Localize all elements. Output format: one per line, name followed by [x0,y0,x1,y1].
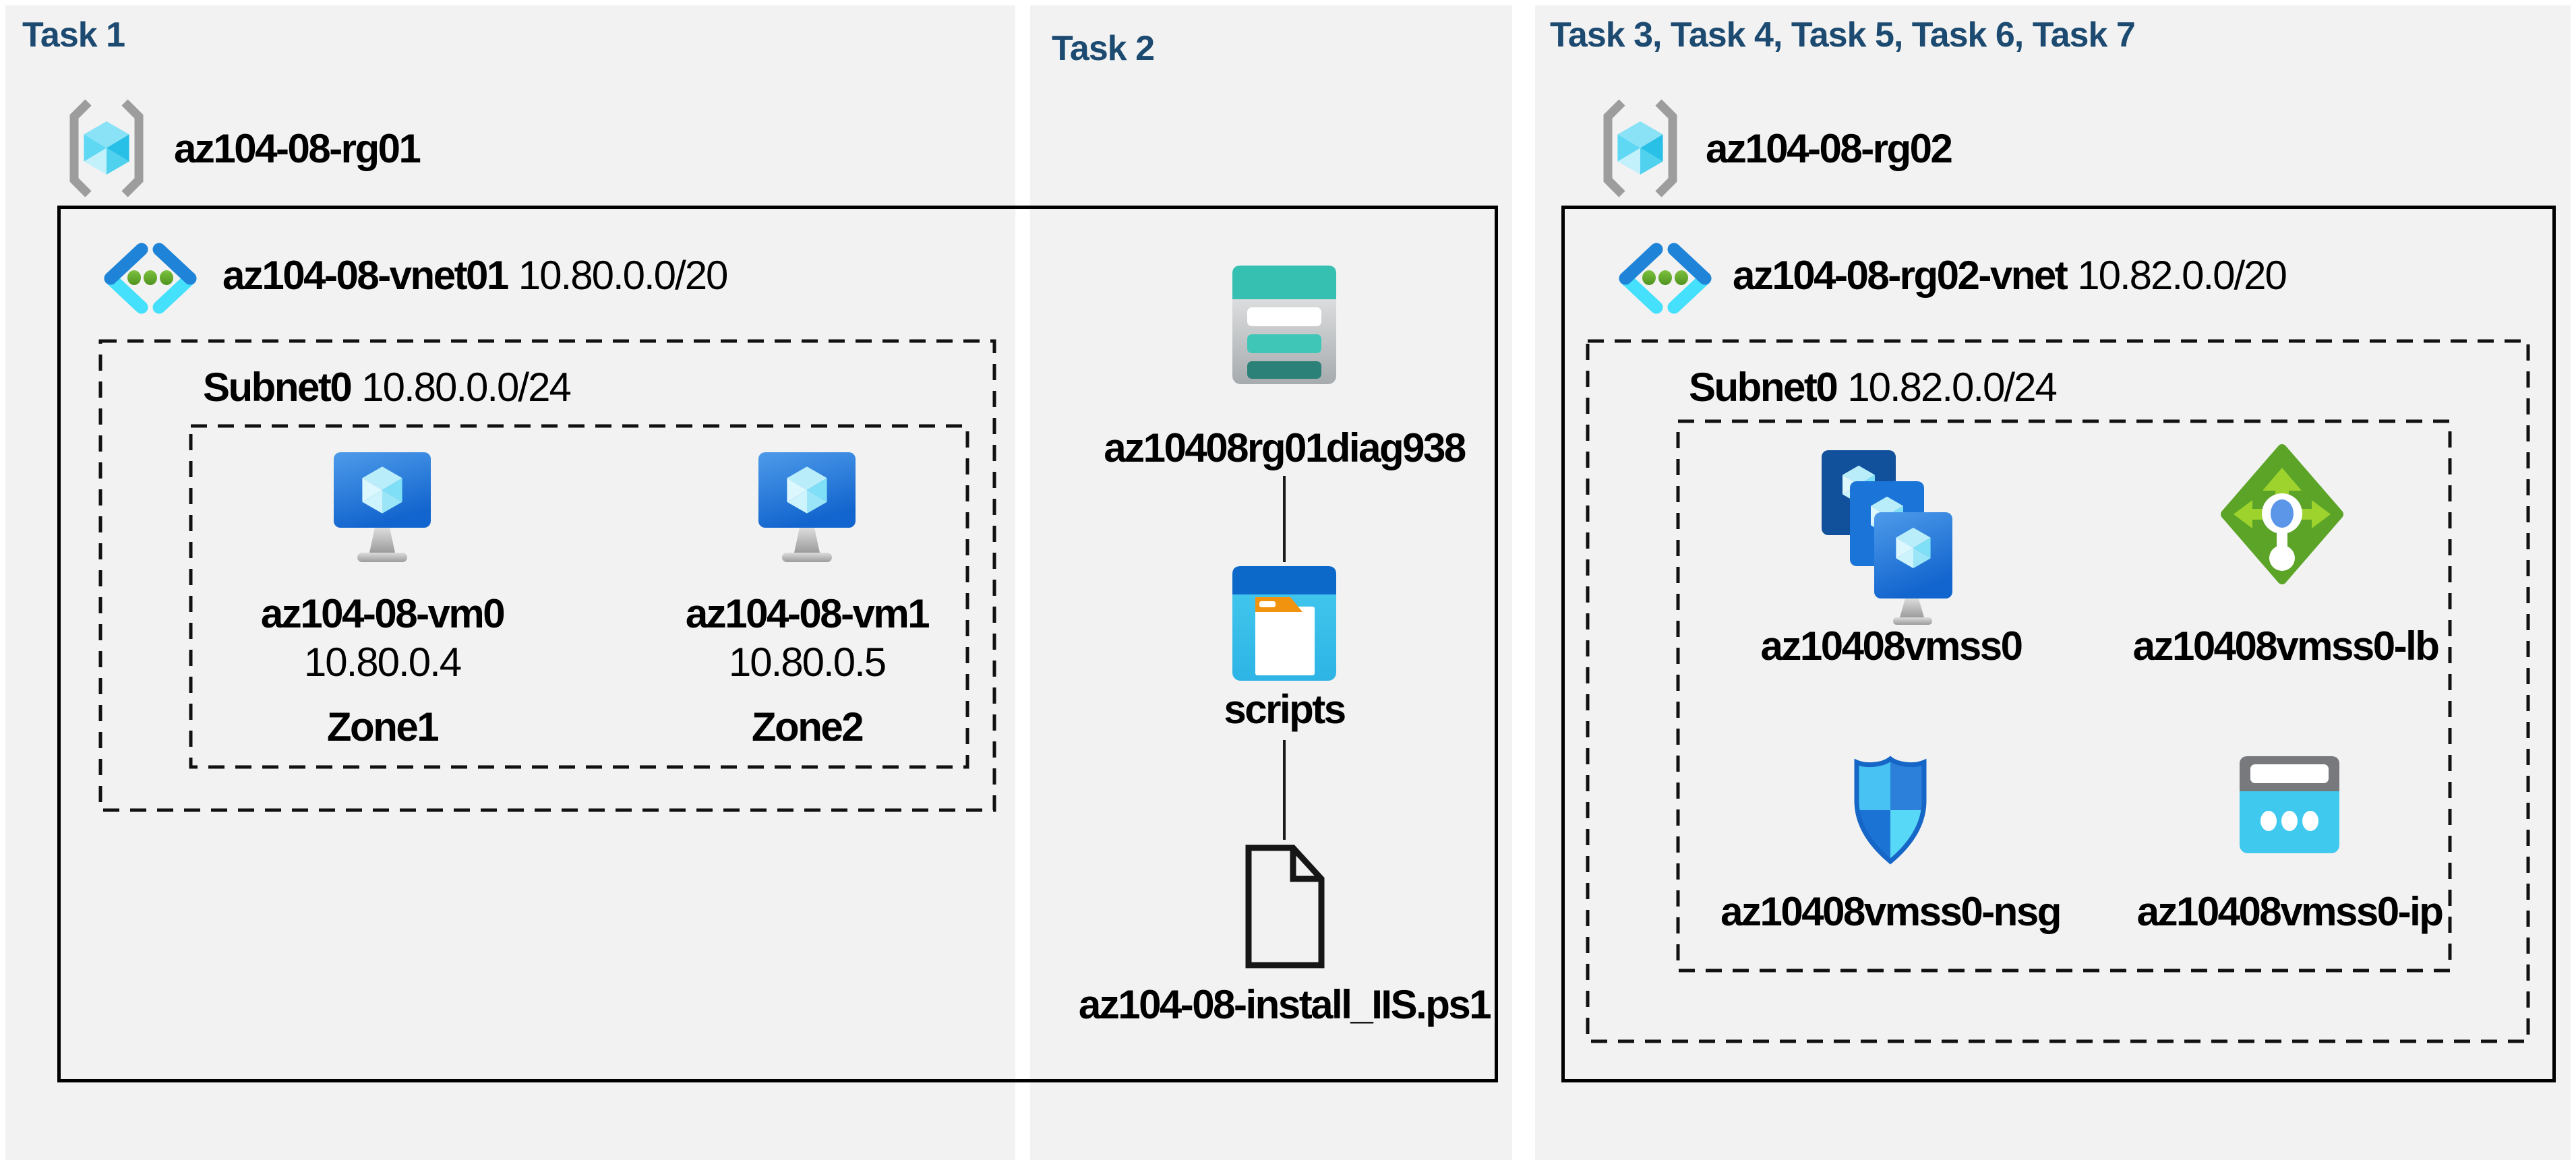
virtual-network-icon [1615,243,1716,314]
vnet2-box [1561,206,2556,1082]
connector-line [1283,740,1286,840]
subnet-name: Subnet0 [1689,365,1838,410]
vm-ip: 10.80.0.5 [728,640,887,685]
task1-panel [5,5,1015,1160]
vm-zone: Zone2 [751,704,864,749]
vmss-icon [1820,449,1955,625]
vm-zone: Zone1 [326,704,440,749]
load-balancer-label: az10408vmss0-lb [2132,623,2440,669]
subnet2-dashed-box [1586,339,2530,1043]
resource-group-icon [1596,98,1684,199]
vmss-group-dashed-box [1676,419,2452,973]
blob-container-icon [1231,565,1338,682]
vm-icon [333,452,431,563]
storage-account-label: az10408rg01diag938 [1104,425,1466,470]
subnet1-dashed-box [98,339,996,812]
resource-group-label: az104-08-rg02 [1706,126,1953,171]
vm-name: az104-08-vm0 [260,591,506,636]
container-label: scripts [1224,687,1346,732]
nsg-label: az10408vmss0-nsg [1720,889,2062,934]
task3-header: Task 3, Task 4, Task 5, Task 6, Task 7 [1550,16,2136,55]
subnet-cidr: 10.80.0.0/24 [361,365,572,410]
subnet-name: Subnet0 [203,365,353,410]
vm-name: az104-08-vm1 [685,591,930,636]
subnet-cidr: 10.82.0.0/24 [1847,365,2058,410]
vmss-label: az10408vmss0 [1760,623,2023,669]
load-balancer-icon [2220,443,2344,585]
public-ip-icon [2238,755,2341,855]
script-file-icon [1243,842,1327,971]
vm-icon [758,452,856,563]
nsg-icon [1847,752,1934,868]
task3-panel [1535,5,2571,1160]
vnet-cidr: 10.82.0.0/20 [2077,253,2287,298]
vnet-name: az104-08-rg02-vnet [1733,253,2068,298]
vnet-cidr: 10.80.0.0/20 [518,253,729,298]
resource-group-icon [63,98,150,199]
vm-group-dashed-box [189,424,969,769]
task2-header: Task 2 [1052,29,1155,68]
vnet1-box [57,206,1498,1082]
connector-line [1283,476,1286,562]
task1-header: Task 1 [22,16,125,55]
storage-account-icon [1231,264,1338,386]
resource-group-label: az104-08-rg01 [174,126,421,171]
script-file-label: az104-08-install_IIS.ps1 [1078,982,1492,1027]
vm-ip: 10.80.0.4 [303,640,462,685]
vnet-name: az104-08-vnet01 [222,253,509,298]
virtual-network-icon [100,243,201,314]
public-ip-label: az10408vmss0-ip [2136,889,2444,934]
